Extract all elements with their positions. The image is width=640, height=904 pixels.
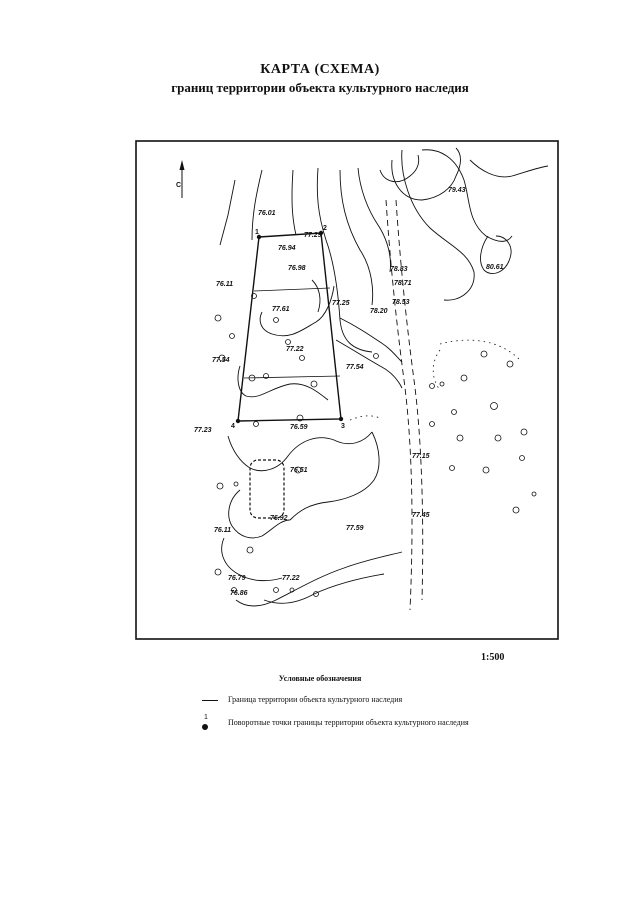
elevation-label: 78.83 xyxy=(390,266,408,273)
elevation-label: 77.15 xyxy=(412,453,430,460)
elevation-label: 78.20 xyxy=(370,308,388,315)
boundary-line-symbol-icon xyxy=(202,700,218,701)
boundary-point-label: 2 xyxy=(323,225,327,232)
legend-point-number: 1 xyxy=(204,714,208,721)
north-label: С xyxy=(176,182,181,189)
turning-point-symbol-icon xyxy=(202,724,208,730)
heritage-boundary: 1 2 3 4 xyxy=(231,225,345,430)
legend-title: Условные обозначения xyxy=(278,674,362,683)
boundary-point-1 xyxy=(256,234,262,240)
hatched-structure xyxy=(249,459,285,519)
legend-item-boundary: Граница территории объекта культурного н… xyxy=(228,695,403,704)
elevation-label: 79.43 xyxy=(448,187,466,194)
map-scale: 1:500 xyxy=(481,652,505,663)
elevation-label: 76.01 xyxy=(258,210,276,217)
elevation-label: 77.61 xyxy=(272,306,290,313)
boundary-point-3 xyxy=(338,416,344,422)
boundary-point-4 xyxy=(235,418,241,424)
elevation-label: 77.59 xyxy=(346,525,364,532)
elevation-label: 78.71 xyxy=(394,280,412,287)
elevation-label: 76.98 xyxy=(288,265,306,272)
elevation-label: 77.45 xyxy=(412,512,430,519)
legend-item-turning-points: Поворотные точки границы территории объе… xyxy=(228,718,469,727)
elevation-label: 76.11 xyxy=(214,527,231,534)
elevation-label: 76.51 xyxy=(290,467,308,474)
contour-lines xyxy=(219,147,549,607)
elevation-label: 76.92 xyxy=(270,515,288,522)
boundary-point-label: 1 xyxy=(255,229,259,236)
elevation-label: 76.11 xyxy=(216,281,233,288)
elevation-label: 77.23 xyxy=(194,427,212,434)
elevation-label: 76.86 xyxy=(230,590,248,597)
map-frame xyxy=(135,140,559,640)
elevation-label: 77.29 xyxy=(304,232,322,239)
elevation-label: 77.54 xyxy=(212,357,230,364)
elevation-label: 76.94 xyxy=(278,245,296,252)
elevation-labels: 76.01 77.29 76.94 76.98 76.11 77.61 77.2… xyxy=(194,187,504,597)
boundary-point-label: 4 xyxy=(231,423,235,430)
map-subtitle: границ территории объекта культурного на… xyxy=(171,80,469,95)
elevation-label: 76.59 xyxy=(290,424,308,431)
map-title: КАРТА (СХЕМА) xyxy=(260,62,380,77)
elevation-label: 77.54 xyxy=(346,364,364,371)
dotted-lines xyxy=(349,339,521,421)
road-lines xyxy=(385,199,424,611)
elevation-label: 80.61 xyxy=(486,264,504,271)
tree-symbols xyxy=(214,293,537,597)
elevation-label: 77.22 xyxy=(286,346,304,353)
elevation-label: 78.53 xyxy=(392,299,410,306)
elevation-label: 77.25 xyxy=(332,300,350,307)
boundary-point-2 xyxy=(318,230,324,236)
boundary-point-label: 3 xyxy=(341,423,345,430)
north-arrow-icon: С xyxy=(176,160,185,198)
elevation-label: 77.22 xyxy=(282,575,300,582)
elevation-label: 76.79 xyxy=(228,575,246,582)
